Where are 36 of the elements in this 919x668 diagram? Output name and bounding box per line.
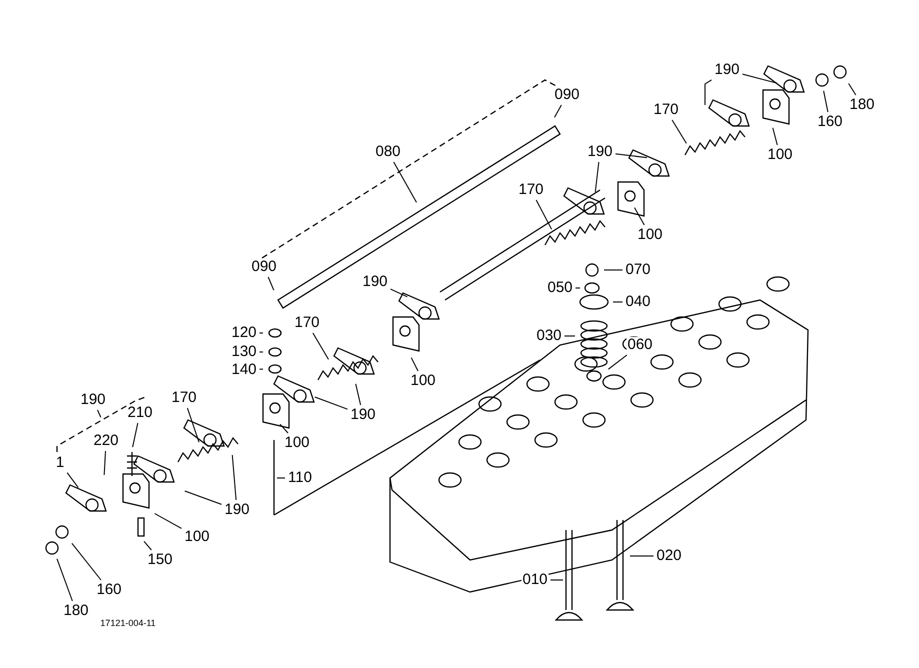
leader-line: [672, 120, 687, 144]
leader-line: [772, 127, 778, 146]
leader-line: [355, 383, 362, 406]
leader-line: [132, 422, 138, 448]
leader-line: [390, 288, 408, 298]
leader-line: [608, 354, 628, 370]
leader-line: [742, 74, 778, 84]
leader-line: [314, 396, 348, 410]
leader-line: [232, 454, 237, 500]
leader-line: [66, 472, 79, 488]
leader-line: [615, 153, 648, 158]
leader-line: [186, 408, 200, 443]
leader-line: [393, 162, 417, 203]
callout-number: 060: [626, 337, 654, 353]
leader-line: [104, 450, 106, 476]
leader-line: [71, 542, 102, 580]
leader-line: [634, 207, 645, 226]
leader-line: [259, 332, 264, 334]
leader-line: [848, 83, 856, 96]
leader-line: [56, 558, 73, 602]
leader-line: [97, 410, 102, 418]
leader-line: [823, 90, 828, 112]
leader-line: [154, 513, 182, 529]
leader-line: [144, 540, 152, 550]
callout-number: 030: [535, 328, 563, 344]
leader-line: [184, 490, 222, 505]
leader-line: [312, 332, 329, 360]
leader-line: [410, 357, 418, 372]
leader-line: [259, 368, 264, 370]
drawing-number: 17121-004-11: [100, 618, 156, 628]
leader-line: [704, 79, 712, 106]
leader-line: [594, 162, 600, 192]
leader-line: [268, 276, 274, 291]
leader-line: [280, 424, 288, 434]
leader-line: [536, 200, 552, 230]
leader-line: [554, 104, 562, 118]
